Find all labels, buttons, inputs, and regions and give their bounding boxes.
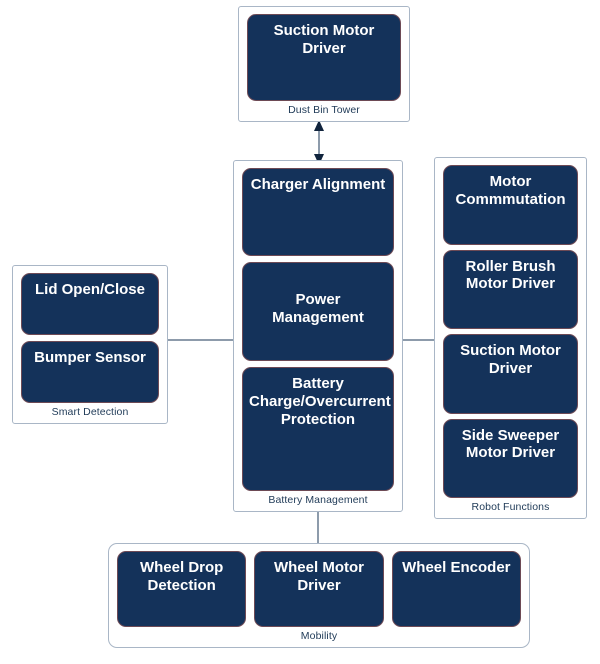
node-lid-open-close[interactable]: Lid Open/Close (21, 273, 159, 335)
group-robot-functions-nodes: Motor Commmutation Roller Brush Motor Dr… (435, 158, 586, 498)
group-dust-bin-tower-nodes: Suction Motor Driver (239, 7, 409, 101)
group-caption-smart-detection: Smart Detection (51, 406, 129, 418)
node-side-sweeper-motor-driver[interactable]: Side Sweeper Motor Driver (443, 418, 578, 498)
node-motor-commutation[interactable]: Motor Commmutation (443, 165, 578, 245)
connector-smart-detection-to-battery (162, 339, 240, 341)
group-mobility-nodes: Wheel Drop Detection Wheel Motor Driver … (109, 544, 529, 627)
group-dust-bin-tower[interactable]: Suction Motor Driver Dust Bin Tower (238, 6, 410, 122)
group-robot-functions[interactable]: Motor Commmutation Roller Brush Motor Dr… (434, 157, 587, 519)
node-roller-brush-motor-driver[interactable]: Roller Brush Motor Driver (443, 249, 578, 329)
group-battery-management-nodes: Charger Alignment Power Management Batte… (234, 161, 402, 491)
connector-battery-to-robot-functions (398, 339, 440, 341)
group-caption-mobility: Mobility (300, 630, 338, 642)
node-suction-motor-driver-dustbin[interactable]: Suction Motor Driver (247, 14, 401, 101)
group-battery-management[interactable]: Charger Alignment Power Management Batte… (233, 160, 403, 512)
node-wheel-encoder[interactable]: Wheel Encoder (391, 551, 521, 627)
node-suction-motor-driver-robot[interactable]: Suction Motor Driver (443, 334, 578, 414)
group-smart-detection-nodes: Lid Open/Close Bumper Sensor (13, 266, 167, 403)
group-caption-dust-bin-tower: Dust Bin Tower (288, 104, 360, 116)
group-caption-battery-management: Battery Management (268, 494, 368, 506)
node-power-management[interactable]: Power Management (242, 262, 394, 362)
node-wheel-motor-driver[interactable]: Wheel Motor Driver (254, 551, 384, 627)
connector-dustbin-to-battery-double-arrow (314, 120, 324, 165)
connector-battery-to-mobility (317, 505, 319, 550)
node-battery-charge-overcurrent-protection[interactable]: Battery Charge/Overcurrent Protection (242, 367, 394, 491)
group-caption-robot-functions: Robot Functions (471, 501, 550, 513)
node-wheel-drop-detection[interactable]: Wheel Drop Detection (117, 551, 247, 627)
node-charger-alignment[interactable]: Charger Alignment (242, 168, 394, 257)
node-bumper-sensor[interactable]: Bumper Sensor (21, 341, 159, 403)
group-mobility[interactable]: Wheel Drop Detection Wheel Motor Driver … (108, 543, 530, 648)
group-smart-detection[interactable]: Lid Open/Close Bumper Sensor Smart Detec… (12, 265, 168, 424)
